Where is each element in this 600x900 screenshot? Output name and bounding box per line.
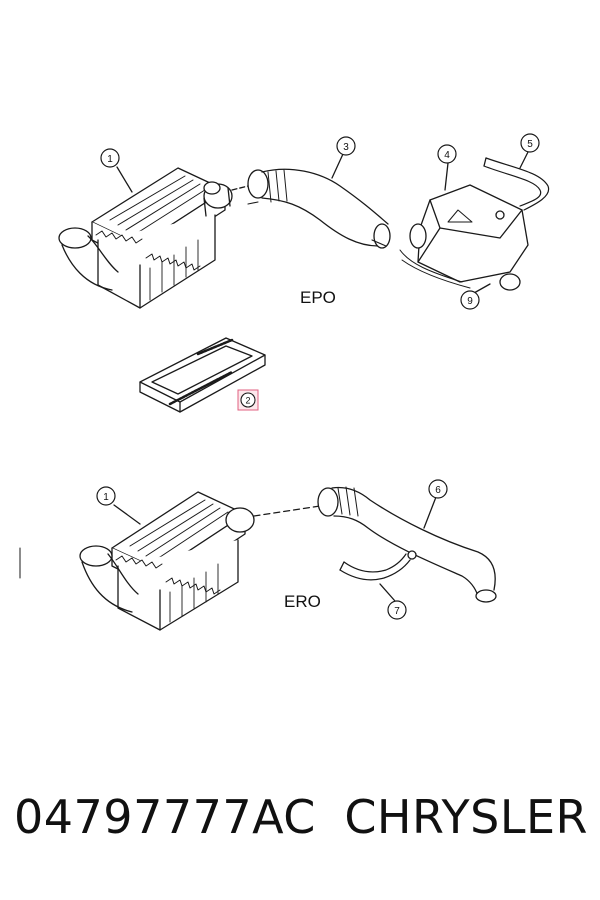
svg-text:6: 6 — [435, 485, 441, 496]
vent-hose-top — [483, 157, 550, 211]
callout-3: 3 — [336, 136, 356, 156]
svg-text:2: 2 — [245, 396, 250, 406]
callout-7: 7 — [387, 600, 407, 620]
callout-5: 5 — [520, 133, 540, 153]
intake-duct-bottom — [317, 486, 497, 603]
svg-text:5: 5 — [527, 139, 533, 150]
brand-name: CHRYSLER — [344, 790, 588, 844]
part-number: 04797777AC — [14, 790, 316, 844]
callout-1-bottom: 1 — [96, 486, 116, 506]
vent-hose-bottom — [339, 553, 411, 581]
resonator-top — [399, 184, 529, 291]
svg-text:1: 1 — [107, 154, 113, 165]
air-cleaner-housing-top — [58, 167, 249, 309]
callout-6: 6 — [428, 479, 448, 499]
svg-text:3: 3 — [343, 142, 349, 153]
callout-2: 2 — [237, 389, 259, 411]
intake-duct-top — [247, 168, 391, 249]
callout-4: 4 — [437, 144, 457, 164]
engine-label-ero: ERO — [284, 592, 321, 611]
air-filter-element — [139, 337, 266, 413]
svg-text:9: 9 — [467, 296, 473, 307]
footer: 04797777AC CHRYSLER — [0, 790, 600, 870]
air-cleaner-housing-bottom — [79, 491, 321, 631]
callout-1-top: 1 — [100, 148, 120, 168]
callout-9: 9 — [460, 290, 480, 310]
svg-text:7: 7 — [394, 606, 400, 617]
svg-text:1: 1 — [103, 492, 109, 503]
svg-text:4: 4 — [444, 150, 450, 161]
engine-label-epo: EPO — [300, 288, 336, 307]
